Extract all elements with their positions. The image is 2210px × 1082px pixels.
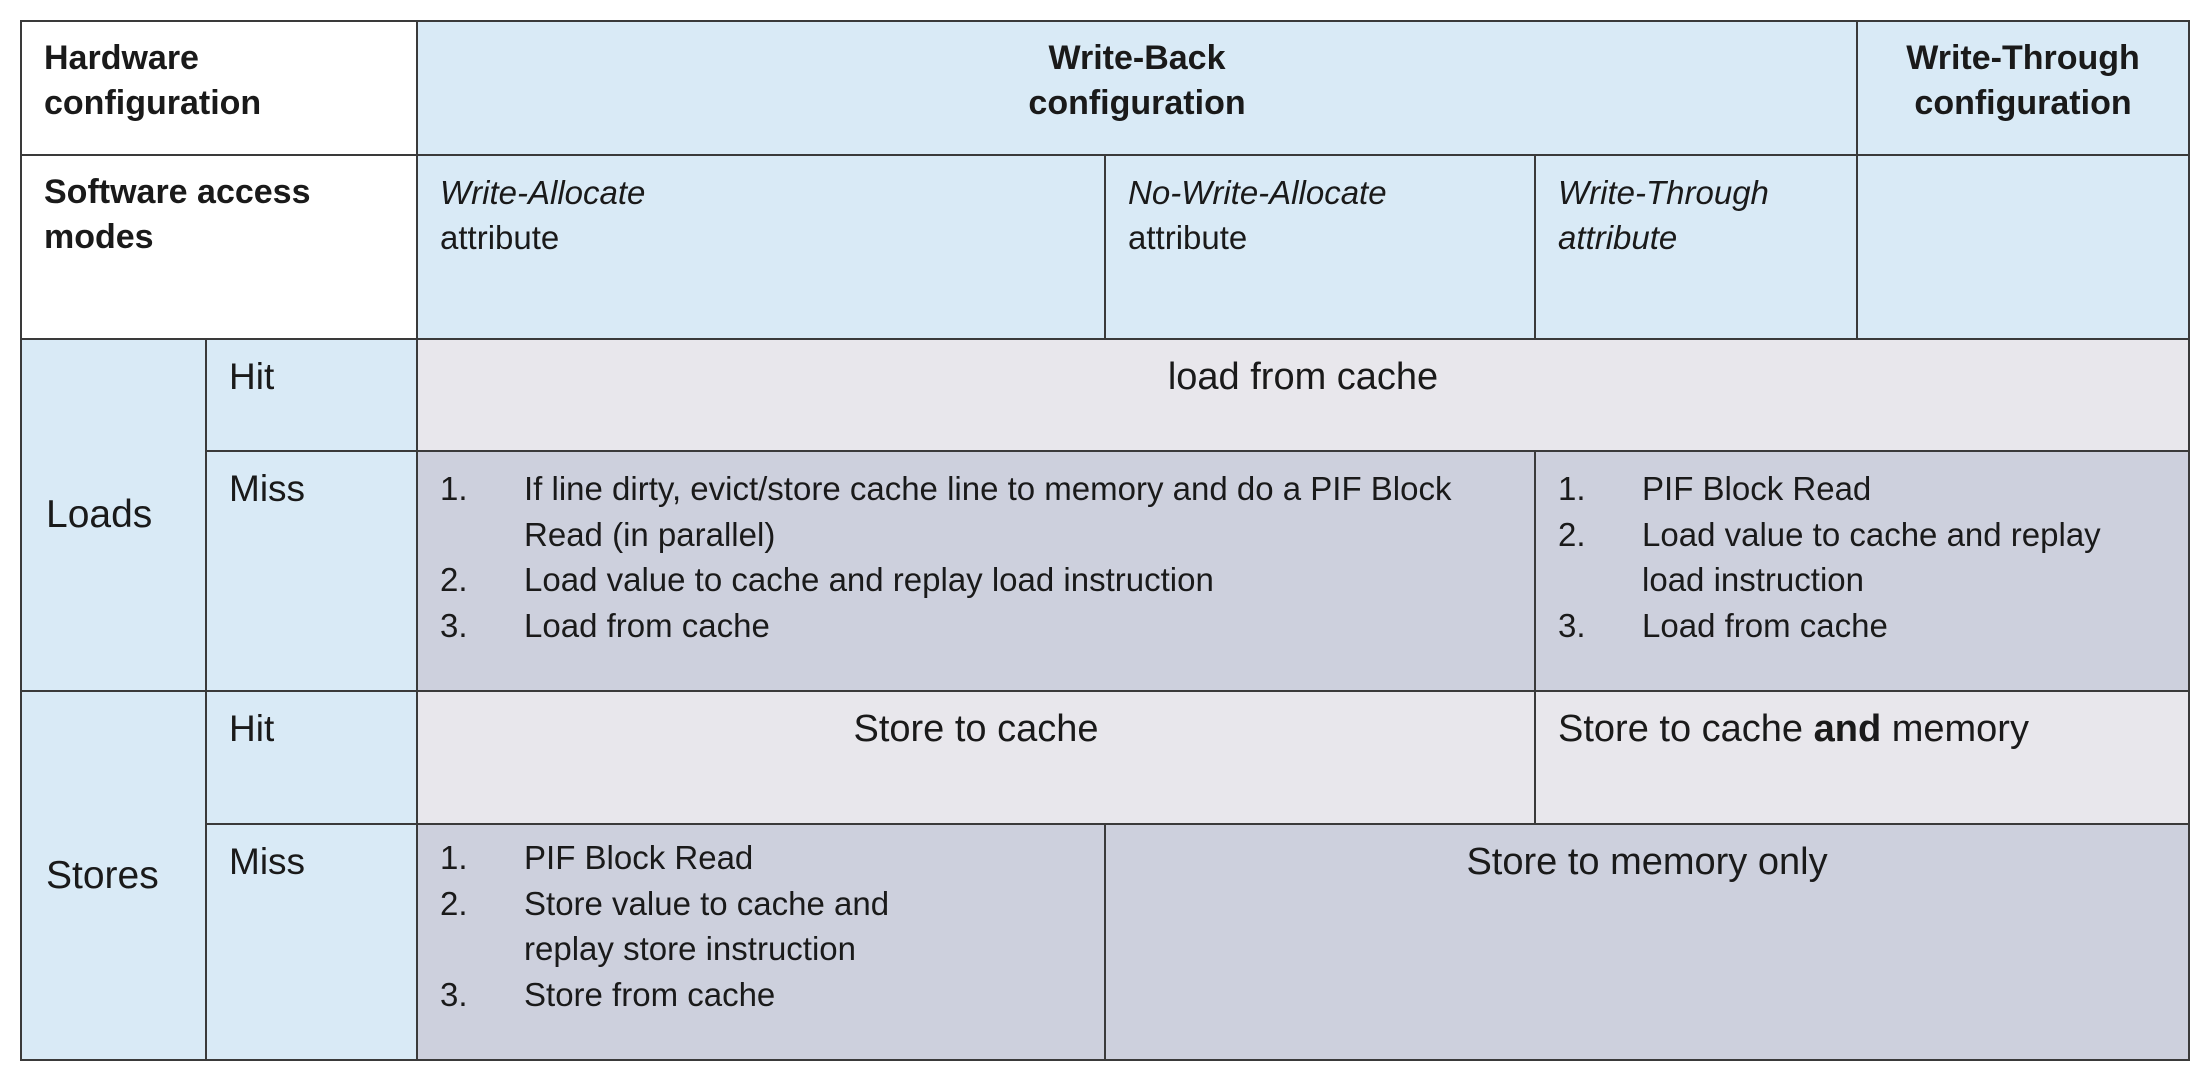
write-allocate-attribute-cell: Write-Allocate attribute [416, 154, 1107, 340]
loads-hit-label: Hit [204, 338, 419, 452]
access-mode-row: Software access modes Write-Allocate att… [19, 154, 2191, 340]
step-number: 1. [440, 839, 468, 876]
stores-miss-row: Miss 1. PIF Block Read 2. Store value to… [21, 823, 2191, 1061]
stores-hit-write-through-before: Store to cache [1558, 708, 1814, 750]
loads-miss-label: Miss [204, 450, 419, 692]
write-through-suffix: attribute [1558, 219, 1678, 256]
step-text: Store from cache [524, 975, 776, 1013]
write-allocate-suffix: attribute [440, 219, 560, 256]
step-text: Load from cache [524, 606, 770, 644]
step-number: 1. [1558, 470, 1586, 507]
list-item: 3. Load from cache [440, 603, 1512, 649]
cache-policy-table: Hardware configuration Write-Back config… [19, 20, 2191, 1061]
loads-miss-write-through-cell: 1. PIF Block Read 2. Load value to cache… [1534, 450, 2191, 692]
step-number: 3. [1558, 606, 1586, 644]
software-access-modes-header: Software access modes [19, 154, 419, 340]
write-through-name: Write-Through [1558, 174, 1769, 211]
loads-miss-write-back-steps: 1. If line dirty, evict/store cache line… [418, 452, 1534, 648]
stores-miss-label: Miss [204, 823, 419, 1061]
step-text: Load value to cache and replay load inst… [524, 561, 1214, 598]
step-text: Load value to cache and replay load inst… [1642, 515, 2101, 599]
step-number: 2. [440, 561, 468, 598]
list-item: 2. Load value to cache and replay load i… [1558, 512, 2166, 603]
stores-miss-write-allocate-steps: 1. PIF Block Read 2. Store value to cach… [418, 825, 1104, 1017]
stores-hit-write-through-cell: Store to cache and memory [1534, 690, 2191, 825]
step-text: Store value to cache and replay store in… [524, 884, 890, 968]
step-number: 3. [440, 606, 468, 644]
no-write-allocate-suffix: attribute [1128, 219, 1248, 256]
stores-miss-write-allocate-cell: 1. PIF Block Read 2. Store value to cach… [416, 823, 1107, 1061]
write-through-attribute-cell: Write-Through attribute [1534, 154, 1859, 340]
list-item: 2. Store value to cache and replay store… [440, 881, 1082, 972]
write-back-configuration-label: Write-Back configuration [1028, 39, 1246, 122]
step-text: PIF Block Read [1642, 470, 1872, 507]
list-item: 3. Load from cache [1558, 603, 2166, 649]
step-text: PIF Block Read [524, 839, 754, 876]
loads-miss-row: Miss 1. If line dirty, evict/store cache… [21, 450, 2191, 692]
step-number: 2. [1558, 515, 1586, 553]
loads-hit-row: Loads Hit load from cache [20, 338, 2191, 692]
list-item: 1. PIF Block Read [440, 835, 1082, 881]
write-through-config-empty-cell [1856, 154, 2191, 340]
write-allocate-name: Write-Allocate [440, 174, 646, 211]
no-write-allocate-name: No-Write-Allocate [1128, 174, 1387, 211]
stores-hit-label: Hit [204, 690, 419, 825]
step-text: If line dirty, evict/store cache line to… [524, 470, 1452, 553]
hardware-configuration-header: Hardware configuration [19, 20, 419, 156]
loads-hit-text: load from cache [416, 338, 2191, 452]
step-number: 3. [440, 975, 468, 1013]
loads-label: Loads [20, 338, 207, 692]
list-item: 3. Store from cache [440, 972, 1082, 1018]
loads-miss-write-back-cell: 1. If line dirty, evict/store cache line… [416, 450, 1537, 692]
loads-miss-write-through-steps: 1. PIF Block Read 2. Load value to cache… [1536, 452, 2188, 648]
stores-hit-write-through-after: memory [1881, 708, 2029, 750]
step-text: Load from cache [1642, 606, 1888, 644]
stores-hit-row: Stores Hit Store to cache Store to cache… [20, 690, 2191, 1061]
stores-miss-memory-only-text: Store to memory only [1104, 823, 2191, 1061]
step-number: 1. [440, 470, 468, 507]
stores-hit-write-back-text: Store to cache [416, 690, 1537, 825]
no-write-allocate-attribute-cell: No-Write-Allocate attribute [1104, 154, 1537, 340]
list-item: 1. PIF Block Read [1558, 466, 2166, 512]
stores-label: Stores [20, 690, 207, 1061]
list-item: 2. Load value to cache and replay load i… [440, 557, 1512, 603]
write-back-configuration-header: Write-Back configuration [416, 20, 1859, 156]
stores-hit-write-through-bold: and [1813, 708, 1882, 750]
list-item: 1. If line dirty, evict/store cache line… [440, 466, 1512, 557]
config-header-row: Hardware configuration Write-Back config… [19, 20, 2191, 156]
step-number: 2. [440, 884, 468, 922]
write-through-configuration-header: Write-Through configuration [1856, 20, 2191, 156]
